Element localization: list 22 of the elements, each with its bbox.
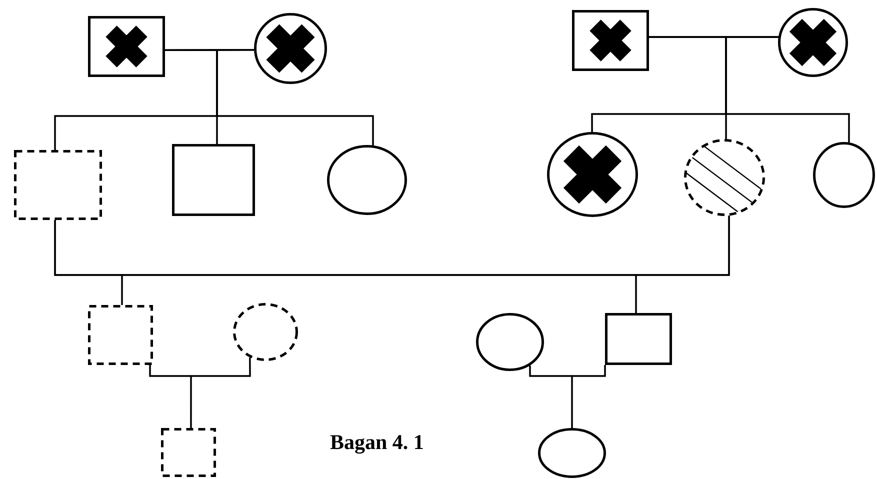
dashed-male-symbol [161, 428, 216, 477]
female-symbol [327, 145, 407, 215]
male-symbol [605, 313, 672, 365]
dashed-female-symbol [233, 303, 298, 361]
dashed-hatched-female-symbol [684, 139, 765, 216]
connector-line [216, 49, 374, 146]
crossed-female-symbol [778, 8, 848, 77]
female-symbol [813, 142, 875, 208]
dashed-male-symbol [14, 150, 102, 220]
connector-line [190, 357, 251, 428]
crossed-female-symbol [254, 13, 327, 84]
connector-line [571, 365, 606, 428]
connector-line [725, 36, 850, 142]
female-symbol [476, 313, 544, 371]
connector-line [635, 216, 730, 313]
dashed-male-symbol [88, 305, 153, 365]
crossed-male-symbol [88, 16, 165, 77]
figure-label: Bagan 4. 1 [330, 430, 424, 455]
male-symbol [172, 144, 255, 216]
crossed-male-symbol [572, 10, 649, 71]
crossed-female-symbol [547, 132, 638, 217]
female-symbol [538, 428, 606, 478]
